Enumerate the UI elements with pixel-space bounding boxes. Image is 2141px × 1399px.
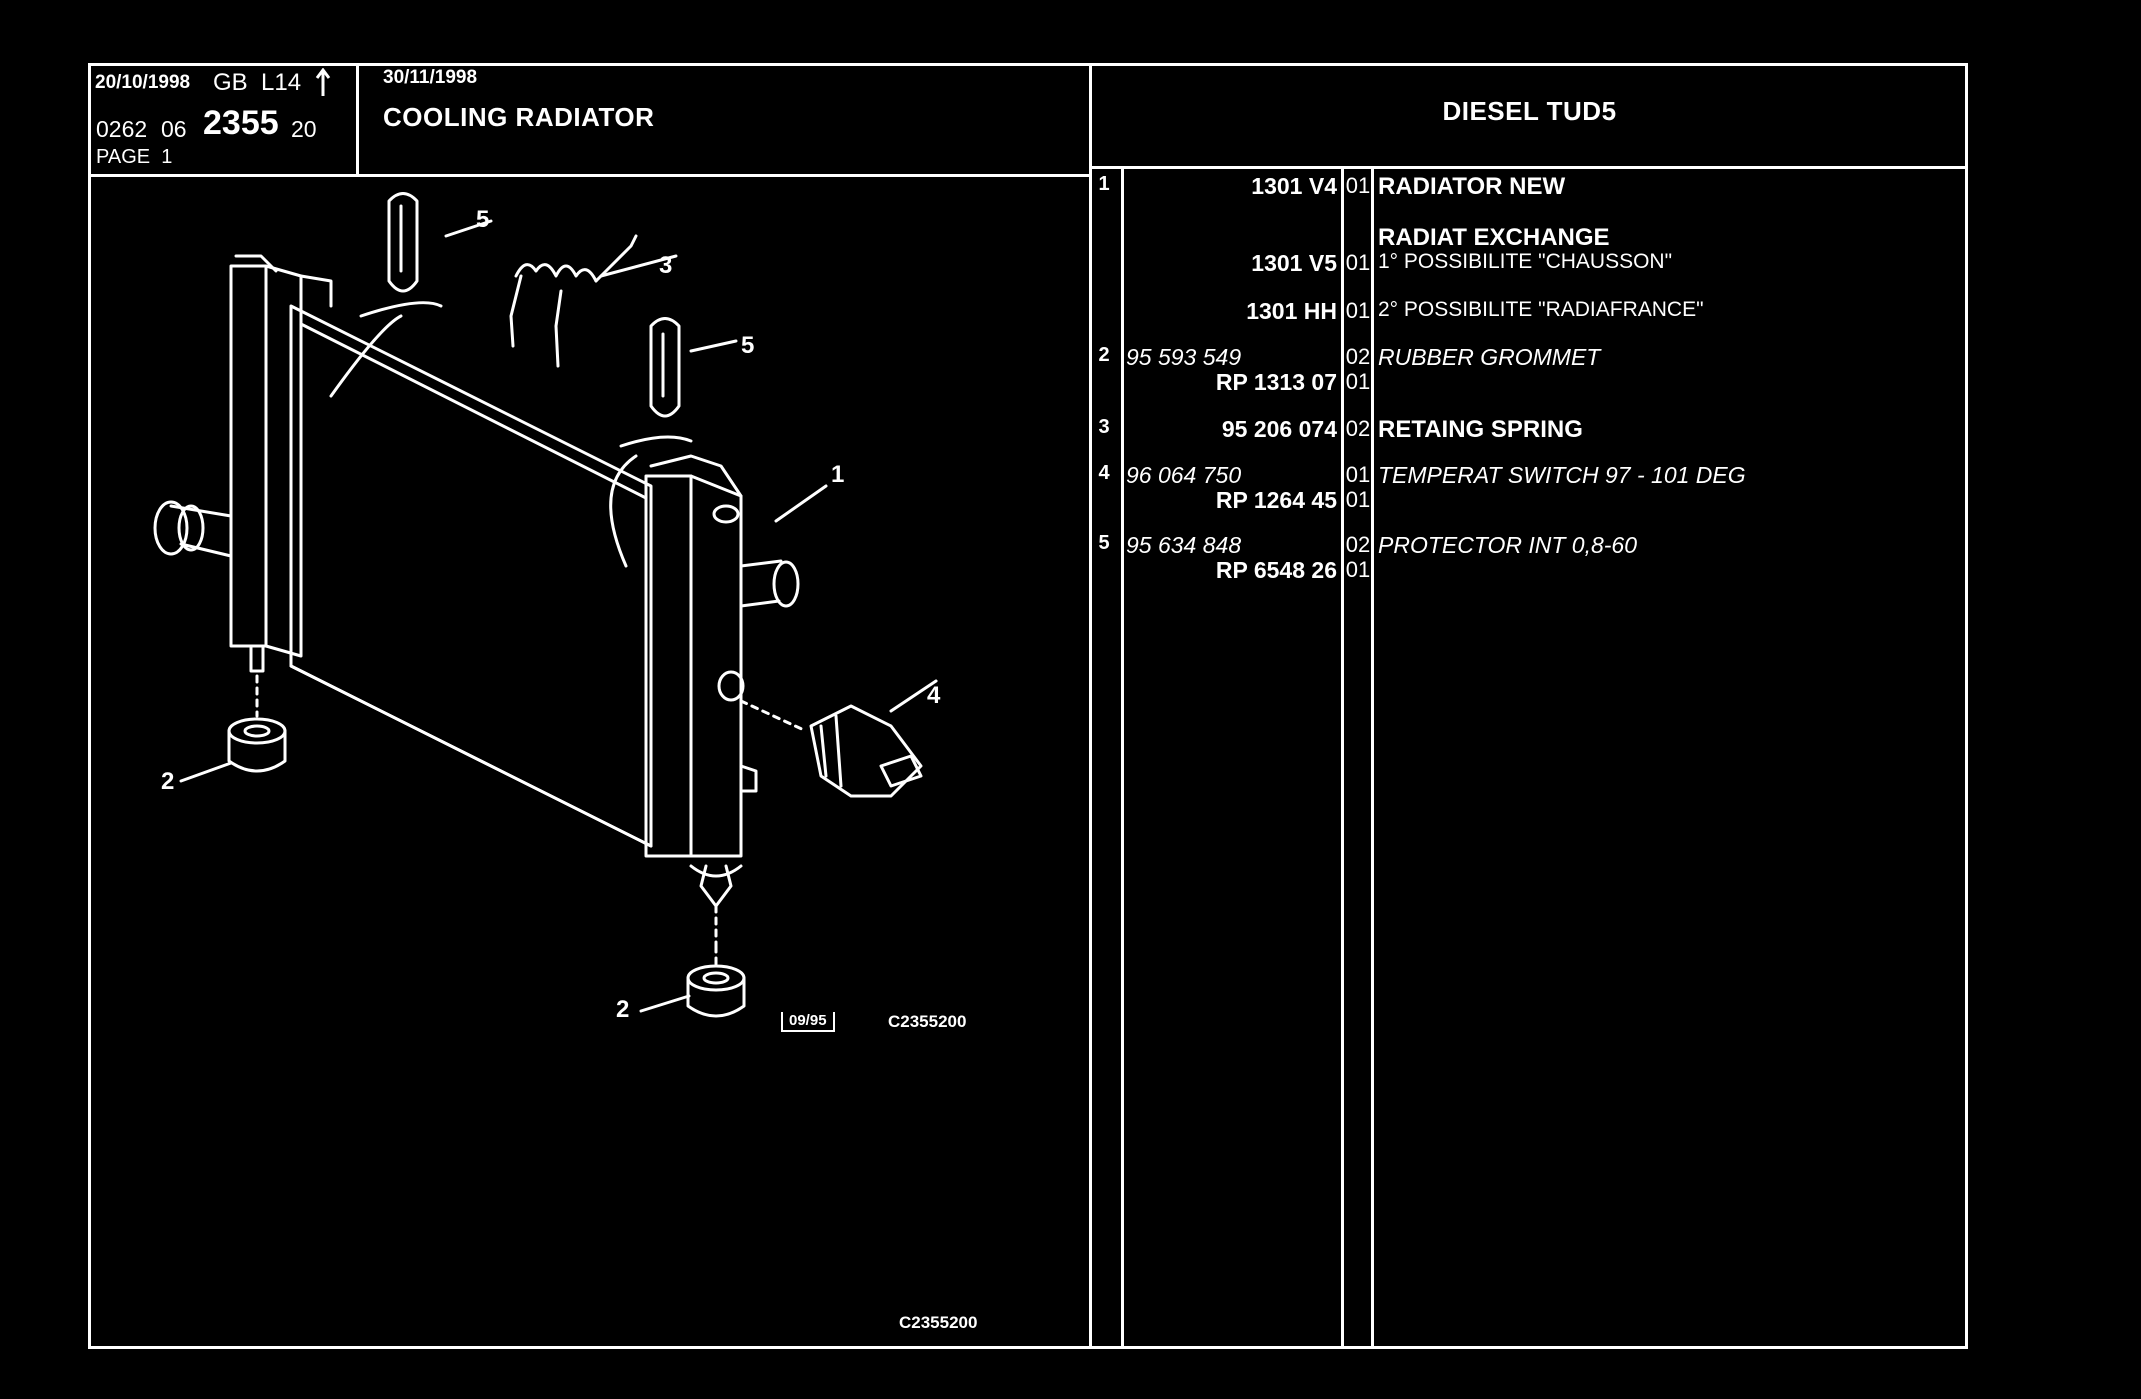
part-row-number: 4 (1098, 462, 1110, 484)
part-description: RETAING SPRING (1378, 416, 1583, 443)
language-code: GB L14 (213, 69, 302, 96)
header-divider-1 (356, 66, 359, 177)
exploded-radiator-drawing (153, 192, 938, 1018)
part-quantity: 01 (1345, 462, 1371, 487)
revision-date: 30/11/1998 (383, 67, 478, 88)
part-description: 1° POSSIBILITE "CHAUSSON" (1378, 250, 1673, 273)
header-bottom-divider-right (1089, 166, 1968, 169)
callout-4: 4 (927, 682, 941, 709)
part-reference: RP 6548 26 (1215, 557, 1337, 583)
part-description: TEMPERAT SWITCH 97 - 101 DEG (1378, 462, 1746, 488)
part-reference: 1301 V4 (1251, 173, 1337, 199)
part-quantity: 01 (1345, 298, 1371, 323)
protector-sleeve-top (387, 192, 419, 293)
radiator-left-tank (229, 264, 268, 648)
engine-title: DIESEL TUD5 (1442, 96, 1617, 126)
part-row-number: 1 (1098, 173, 1110, 195)
part-reference: 95 593 549 (1126, 344, 1242, 370)
part-quantity: 01 (1345, 173, 1371, 198)
part-reference: 95 634 848 (1126, 532, 1242, 558)
parts-catalog-sheet: 20/10/1998 GB L14 0262 06 2355 20 PAGE 1… (88, 63, 1968, 1349)
callout-5-top: 5 (476, 206, 490, 233)
part-row-number: 3 (1098, 416, 1110, 438)
part-reference: 96 064 750 (1126, 462, 1242, 488)
ref-number: 2355 (203, 104, 279, 142)
footer-drawing-code: C2355200 (899, 1313, 978, 1332)
part-quantity: 01 (1345, 250, 1371, 275)
radiator-core (289, 304, 653, 848)
part-quantity: 02 (1345, 532, 1371, 557)
part-quantity: 01 (1345, 557, 1371, 582)
drawing-code: C2355200 (888, 1012, 967, 1031)
part-reference: RP 1264 45 (1215, 487, 1337, 513)
callout-1: 1 (831, 461, 845, 488)
print-date: 20/10/1998 (95, 72, 191, 93)
rubber-grommet-bottom (686, 964, 746, 992)
ref-group: 06 (161, 116, 187, 142)
part-quantity: 02 (1345, 416, 1371, 441)
header-bottom-divider-left (91, 174, 1089, 177)
part-quantity: 01 (1345, 487, 1371, 512)
part-description: 2° POSSIBILITE "RADIAFRANCE" (1378, 298, 1704, 321)
callout-5-right: 5 (741, 332, 755, 359)
part-description: PROTECTOR INT 0,8-60 (1378, 532, 1638, 558)
rubber-grommet-left (227, 717, 287, 745)
part-reference: 95 206 074 (1221, 416, 1337, 442)
table-col-divider-2 (1341, 166, 1344, 1349)
radiator-right-tank (644, 474, 693, 858)
part-description: RADIATOR NEW (1378, 173, 1566, 200)
protector-sleeve-right (649, 317, 681, 418)
part-reference: 1301 HH (1246, 298, 1337, 324)
part-quantity: 01 (1345, 369, 1371, 394)
ref-prefix: 0262 (96, 116, 148, 142)
main-column-divider (1089, 66, 1092, 1349)
table-col-divider-1 (1121, 166, 1124, 1349)
page-label: PAGE 1 (96, 146, 173, 168)
callout-2-left: 2 (161, 768, 175, 795)
part-quantity: 02 (1345, 344, 1371, 369)
callout-2-bottom: 2 (616, 996, 630, 1023)
drawing-date-badge: 09/95 (781, 1012, 835, 1032)
up-arrow-icon (315, 68, 331, 96)
retaining-spring (514, 263, 598, 283)
callout-3: 3 (659, 252, 673, 279)
part-row-number: 2 (1098, 344, 1110, 366)
part-description: RUBBER GROMMET (1378, 344, 1601, 370)
table-col-divider-3 (1371, 166, 1374, 1349)
part-reference: RP 1313 07 (1215, 369, 1337, 395)
ref-suffix: 20 (291, 116, 317, 142)
part-description: RADIAT EXCHANGE (1378, 224, 1610, 251)
part-row-number: 5 (1098, 532, 1110, 554)
page-title: COOLING RADIATOR (383, 102, 655, 132)
part-reference: 1301 V5 (1251, 250, 1337, 276)
